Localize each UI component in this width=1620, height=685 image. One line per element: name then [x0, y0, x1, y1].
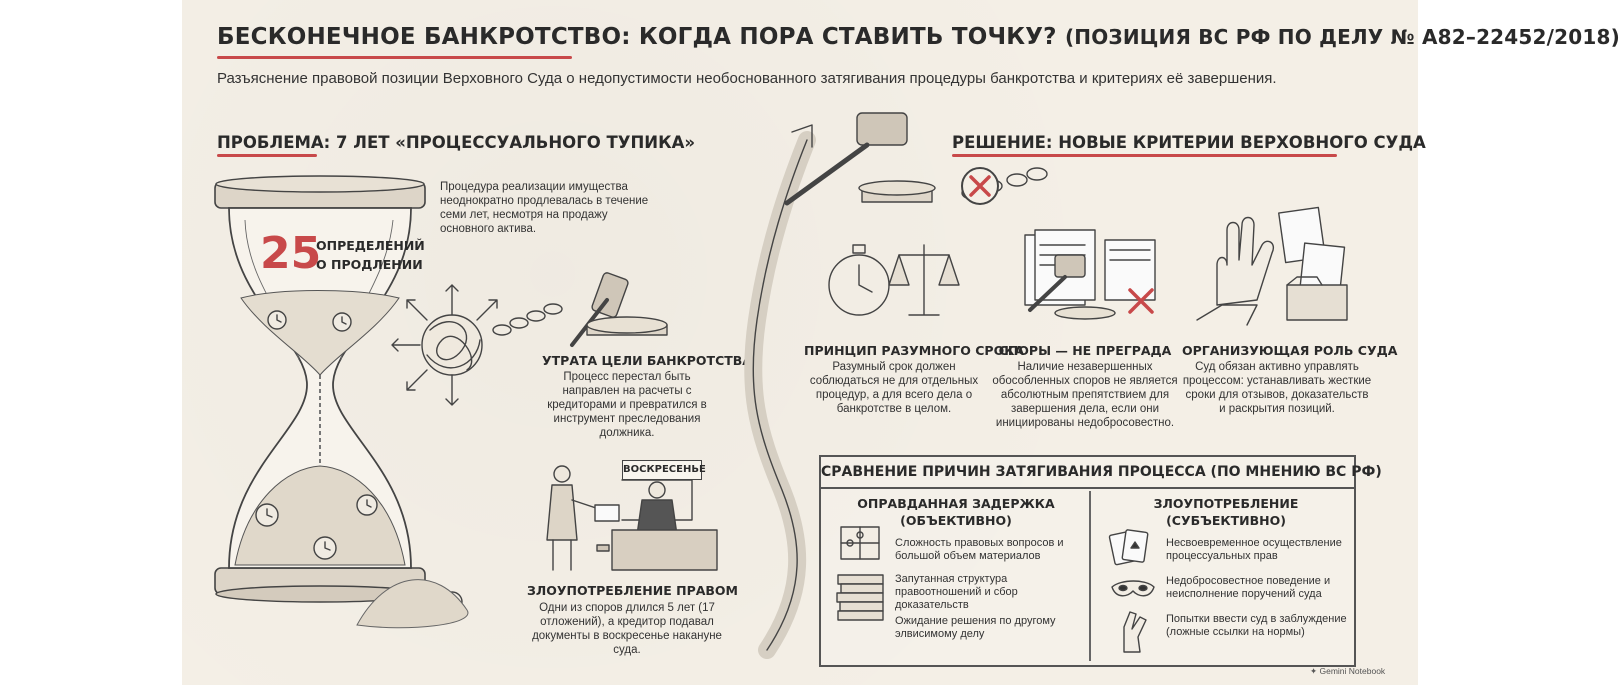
justified-delay-subtitle: (ОБЪЕКТИВНО) [900, 513, 1012, 528]
court-scene-icon [546, 465, 718, 571]
justified-icons [836, 526, 884, 621]
justified-item-2: Запутанная структура правоотношений и сб… [895, 573, 1018, 611]
solution-heading-underline [952, 154, 1337, 157]
abuse-text: Одни из споров длился 5 лет (17 отложени… [532, 602, 722, 656]
problem-heading-underline [217, 154, 317, 157]
criterion-1-title: ПРИНЦИП РАЗУМНОГО СРОКА [804, 343, 1025, 358]
goal-loss-text: Процесс перестал быть направлен на расче… [547, 371, 707, 439]
abuse-column-heading: ЗЛОУПОТРЕБЛЕНИЕ (СУБЪЕКТИВНО) [1111, 495, 1341, 529]
comparison-divider [1089, 491, 1091, 661]
solution-heading-text: РЕШЕНИЕ: НОВЫЕ КРИТЕРИИ ВЕРХОВНОГО СУДА [952, 133, 1426, 152]
extension-counter: 25 [260, 228, 322, 279]
title-case-number: (ПОЗИЦИЯ ВС РФ ПО ДЕЛУ № А82–22452/2018) [1064, 25, 1620, 49]
gavel-documents-icon [1024, 229, 1156, 320]
puzzle-icon [840, 526, 880, 560]
abuse-column-title: ЗЛОУПОТРЕБЛЕНИЕ [1153, 496, 1299, 511]
playing-cards-icon [1108, 529, 1149, 566]
abuse-item-2: Недобросовестное поведение и неисполнени… [1166, 575, 1331, 600]
extension-counter-label: ОПРЕДЕЛЕНИЙ О ПРОДЛЕНИИ [316, 236, 425, 274]
criterion-1-text: Разумный срок должен соблюдаться не для … [809, 361, 979, 415]
watermark-text: Gemini Notebook [1319, 666, 1386, 676]
page-subtitle: Разъяснение правовой позиции Верховного … [217, 70, 1277, 87]
problem-heading: ПРОБЛЕМА: 7 ЛЕТ «ПРОЦЕССУАЛЬНОГО ТУПИКА» [217, 133, 696, 157]
mask-icon [1111, 580, 1155, 597]
problem-heading-text: ПРОБЛЕМА: 7 ЛЕТ «ПРОЦЕССУАЛЬНОГО ТУПИКА» [217, 133, 696, 152]
page-title: БЕСКОНЕЧНОЕ БАНКРОТСТВО: КОГДА ПОРА СТАВ… [217, 24, 1620, 50]
goal-loss-title: УТРАТА ЦЕЛИ БАНКРОТСТВА [542, 353, 752, 368]
hourglass-icon [214, 175, 469, 629]
title-underline [217, 56, 572, 59]
infographic-canvas: БЕСКОНЕЧНОЕ БАНКРОТСТВО: КОГДА ПОРА СТАВ… [182, 0, 1620, 685]
watermark: ✦ Gemini Notebook [1310, 666, 1385, 677]
solution-heading: РЕШЕНИЕ: НОВЫЕ КРИТЕРИИ ВЕРХОВНОГО СУДА [952, 133, 1426, 157]
criterion-2-title: СПОРЫ — НЕ ПРЕГРАДА [998, 343, 1172, 358]
justified-item-3: Ожидание решения по другому элвисимому д… [895, 615, 1056, 640]
criterion-3-title: ОРГАНИЗУЮЩАЯ РОЛЬ СУДА [1182, 343, 1398, 358]
title-main: БЕСКОНЕЧНОЕ БАНКРОТСТВО: КОГДА ПОРА СТАВ… [217, 24, 1057, 50]
problem-intro: Процедура реализации имущества неоднокра… [440, 181, 649, 235]
sparkle-icon: ✦ [1310, 666, 1318, 676]
criterion-3-text: Суд обязан активно управлять процессом: … [1182, 361, 1372, 415]
counter-label-line-2: О ПРОДЛЕНИИ [316, 257, 423, 272]
justified-delay-heading: ОПРАВДАННАЯ ЗАДЕРЖКА (ОБЪЕКТИВНО) [841, 495, 1071, 529]
comparison-table: СРАВНЕНИЕ ПРИЧИН ЗАТЯГИВАНИЯ ПРОЦЕССА (П… [819, 455, 1382, 667]
justified-item-1: Сложность правовых вопросов и большой об… [895, 537, 1064, 562]
counter-label-line-1: ОПРЕДЕЛЕНИЙ [316, 238, 425, 253]
crossed-fingers-icon [1123, 611, 1147, 653]
justified-delay-title: ОПРАВДАННАЯ ЗАДЕРЖКА [857, 496, 1055, 511]
tangled-chain-gavel-icon [391, 272, 668, 406]
abuse-item-1: Несвоевременное осуществление процессуал… [1166, 537, 1342, 562]
gavel-breaking-chain-icon [784, 112, 1048, 206]
abuse-title: ЗЛОУПОТРЕБЛЕНИЕ ПРАВОМ [527, 583, 738, 598]
criterion-2-text: Наличие незавершенных обособленных споро… [992, 361, 1178, 429]
abuse-item-3: Попытки ввести суд в заблуждение (ложные… [1166, 613, 1347, 638]
stop-hand-icon [1196, 206, 1348, 326]
comparison-heading: СРАВНЕНИЕ ПРИЧИН ЗАТЯГИВАНИЯ ПРОЦЕССА (П… [821, 457, 1382, 489]
stopwatch-scales-icon [828, 244, 960, 316]
curved-arrow-icon [744, 124, 816, 659]
stacked-books-icon [836, 574, 884, 621]
abuse-icons [1108, 529, 1155, 653]
abuse-column-subtitle: (СУБЪЕКТИВНО) [1166, 513, 1286, 528]
